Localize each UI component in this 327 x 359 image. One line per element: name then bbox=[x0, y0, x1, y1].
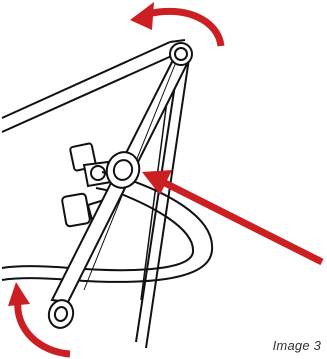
rotation-arrow-top-head bbox=[130, 2, 154, 30]
figure-caption: Image 3 bbox=[273, 338, 321, 353]
top-frame-corner bbox=[170, 40, 185, 42]
pointer-arrow bbox=[142, 170, 322, 262]
wrench-top-ring-inner bbox=[175, 48, 187, 60]
top-frame-edge-outer bbox=[2, 42, 170, 118]
rotation-arrow-bottom-head bbox=[8, 282, 30, 306]
lower-fitting-nut bbox=[62, 193, 91, 227]
rotation-arrow-top bbox=[130, 2, 221, 46]
pointer-arrow-shaft bbox=[165, 183, 322, 262]
